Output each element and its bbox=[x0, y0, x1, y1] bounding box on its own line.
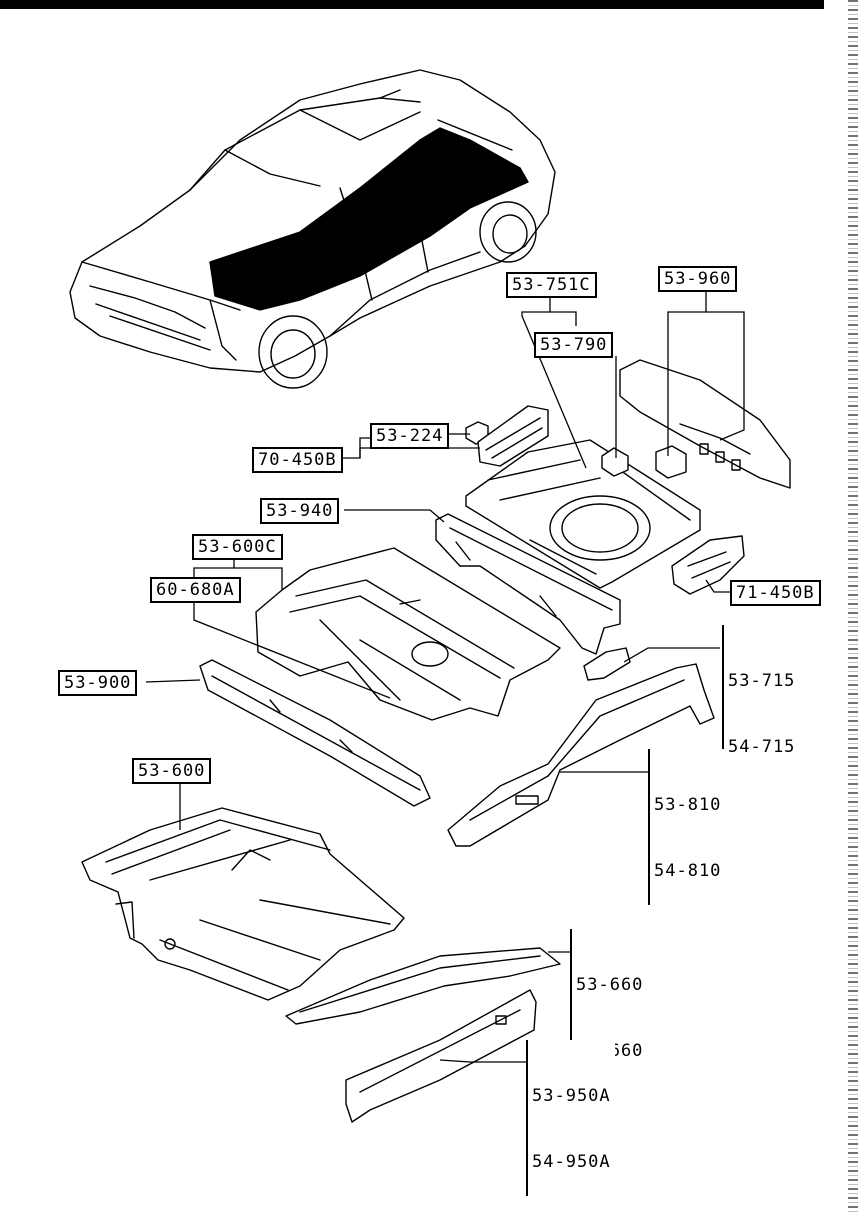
callout-53-950a-54-950a: 53-950A 54-950A bbox=[526, 1040, 615, 1196]
scan-edge-strip bbox=[848, 0, 858, 1214]
crossmember-53-900-icon bbox=[199, 659, 431, 807]
callout-53-715-54-715: 53-715 54-715 bbox=[722, 625, 800, 781]
callout-53-900: 53-900 bbox=[58, 670, 138, 696]
rear-floor-pan-icon bbox=[465, 439, 701, 589]
callout-53-600: 53-600 bbox=[132, 758, 212, 784]
callout-60-680a: 60-680A bbox=[150, 577, 241, 603]
frame-53-810-icon bbox=[447, 663, 715, 847]
callout-70-450b: 70-450B bbox=[252, 447, 343, 473]
callout-53-960: 53-960 bbox=[658, 266, 738, 292]
callout-53-224: 53-224 bbox=[370, 423, 450, 449]
callout-53-790: 53-790 bbox=[534, 332, 614, 358]
callout-71-450b: 71-450B bbox=[730, 580, 821, 606]
reinforcement-53-715-icon bbox=[583, 647, 631, 681]
callout-53-810-54-810: 53-810 54-810 bbox=[648, 749, 726, 905]
bracket-53-224-icon bbox=[465, 405, 549, 467]
car-outline-icon bbox=[69, 69, 556, 389]
header-bar bbox=[0, 0, 824, 9]
front-floor-pan-icon bbox=[81, 807, 405, 1001]
leader-lines bbox=[145, 290, 745, 1063]
inner-sill-53-950a-icon bbox=[345, 989, 537, 1123]
callout-53-600c: 53-600C bbox=[192, 534, 283, 560]
floor-pan-53-600c-icon bbox=[255, 547, 561, 721]
rear-panel-53-960-icon bbox=[619, 359, 791, 489]
crossmember-53-940-icon bbox=[435, 513, 621, 655]
callout-53-751c: 53-751C bbox=[506, 272, 597, 298]
side-sill-53-660-icon bbox=[285, 947, 561, 1025]
callout-53-940: 53-940 bbox=[260, 498, 340, 524]
bracket-71-450b-icon bbox=[671, 535, 745, 595]
